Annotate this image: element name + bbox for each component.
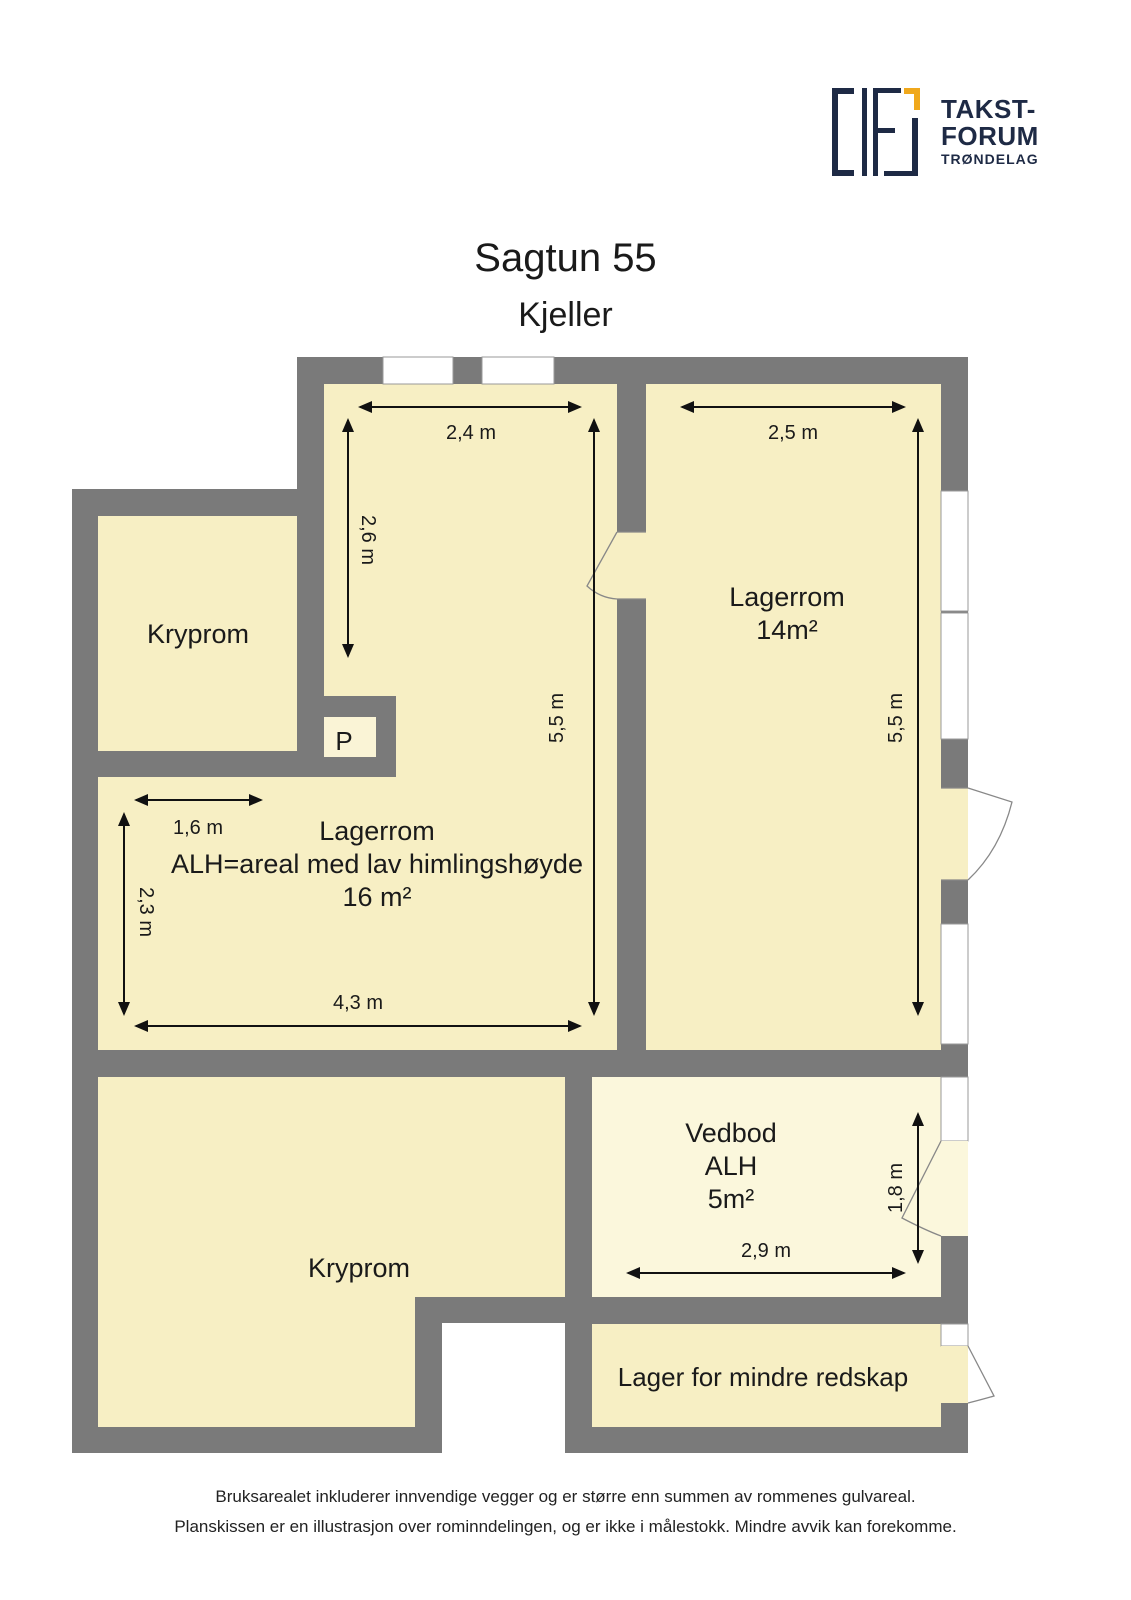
room-label-kryprom-top: Kryprom <box>147 619 249 649</box>
room-label-kryprom-bottom: Kryprom <box>308 1253 410 1283</box>
dim-label-2-4: 2,4 m <box>446 422 496 444</box>
dimension-lines <box>118 401 924 1279</box>
dim-label-2-5: 2,5 m <box>768 422 818 444</box>
room-lager-small <box>592 1324 941 1427</box>
footer-note-1: Bruksarealet inkluderer innvendige vegge… <box>215 1487 916 1506</box>
pipe-box <box>324 717 376 757</box>
logo-text-line3: TRØNDELAG <box>941 151 1039 167</box>
logo-text-line2: FORUM <box>941 121 1039 151</box>
dim-label-5-5-right: 5,5 m <box>885 693 907 743</box>
dim-label-4-3: 4,3 m <box>333 992 383 1014</box>
room-label-vedbod-2: ALH <box>705 1151 758 1181</box>
room-label-lager-small: Lager for mindre redskap <box>618 1362 908 1392</box>
page-title: Sagtun 55 <box>474 236 657 280</box>
room-label-vedbod-1: Vedbod <box>685 1118 777 1148</box>
room-lagerrom-right <box>646 384 941 1050</box>
dim-label-1-8: 1,8 m <box>885 1163 907 1213</box>
dim-label-2-3: 2,3 m <box>135 887 157 937</box>
floor-subtitle: Kjeller <box>518 296 613 334</box>
room-label-lagerrom-main-3: 16 m² <box>342 882 411 912</box>
room-label-lagerrom-right-1: Lagerrom <box>729 582 845 612</box>
room-label-lagerrom-right-2: 14m² <box>756 615 818 645</box>
rooms <box>98 384 941 1427</box>
room-label-lagerrom-main-1: Lagerrom <box>319 816 435 846</box>
dim-label-2-6: 2,6 m <box>357 515 379 565</box>
doors <box>586 531 1013 1404</box>
logo-text-line1: TAKST- <box>941 94 1036 124</box>
room-label-pipe: P <box>335 726 352 756</box>
windows <box>382 356 969 1347</box>
room-label-vedbod-3: 5m² <box>708 1184 755 1214</box>
room-kryprom-bottom <box>98 1077 565 1427</box>
dim-label-5-5-left: 5,5 m <box>546 693 568 743</box>
dim-label-1-6: 1,6 m <box>173 817 223 839</box>
footer-note-2: Planskissen er en illustrasjon over romi… <box>174 1517 957 1536</box>
logo-mark <box>832 88 920 176</box>
dim-label-2-9: 2,9 m <box>741 1240 791 1262</box>
room-label-lagerrom-main-2: ALH=areal med lav himlingshøyde <box>171 849 583 879</box>
room-vedbod <box>592 1077 941 1297</box>
room-kryprom-top <box>98 516 297 751</box>
